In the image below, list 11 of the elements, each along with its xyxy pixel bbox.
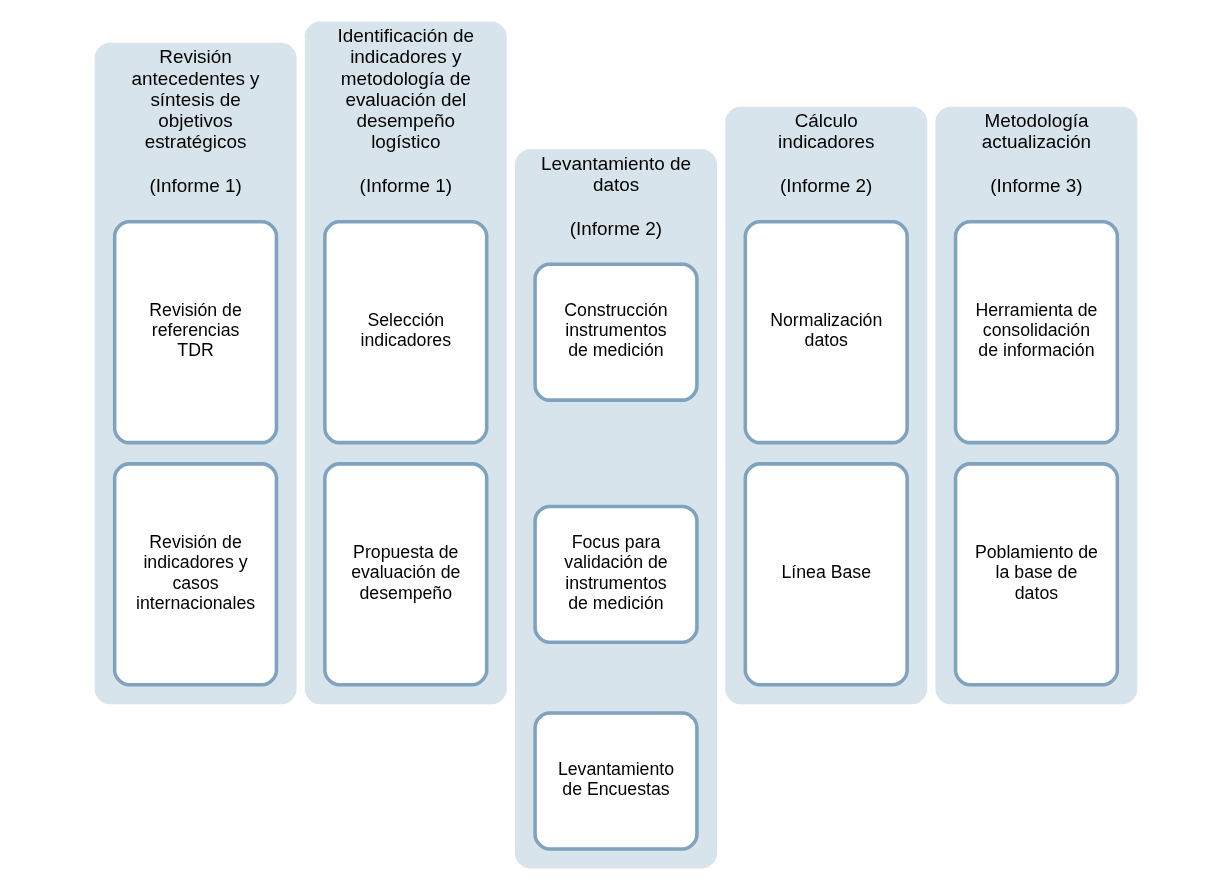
node-box: Selección indicadores	[322, 220, 488, 445]
node-box: Revisión de referencias TDR	[112, 220, 278, 445]
node-box: Poblamiento de la base de datos	[953, 462, 1119, 687]
node-box: Revisión de indicadores y casos internacionales	[112, 462, 278, 687]
node-box: Levantamiento de Encuestas	[532, 711, 699, 851]
node-box: Propuesta de evaluación de desempeño	[322, 462, 488, 687]
node-box: Herramienta de consolidación de información	[953, 220, 1119, 445]
node-box: Focus para validación de instrumentos de medición	[532, 504, 699, 644]
node-box: Normalización datos	[743, 220, 909, 445]
node-box: Construcción instrumentos de medición	[532, 262, 699, 402]
node-box: Línea Base	[743, 462, 909, 687]
